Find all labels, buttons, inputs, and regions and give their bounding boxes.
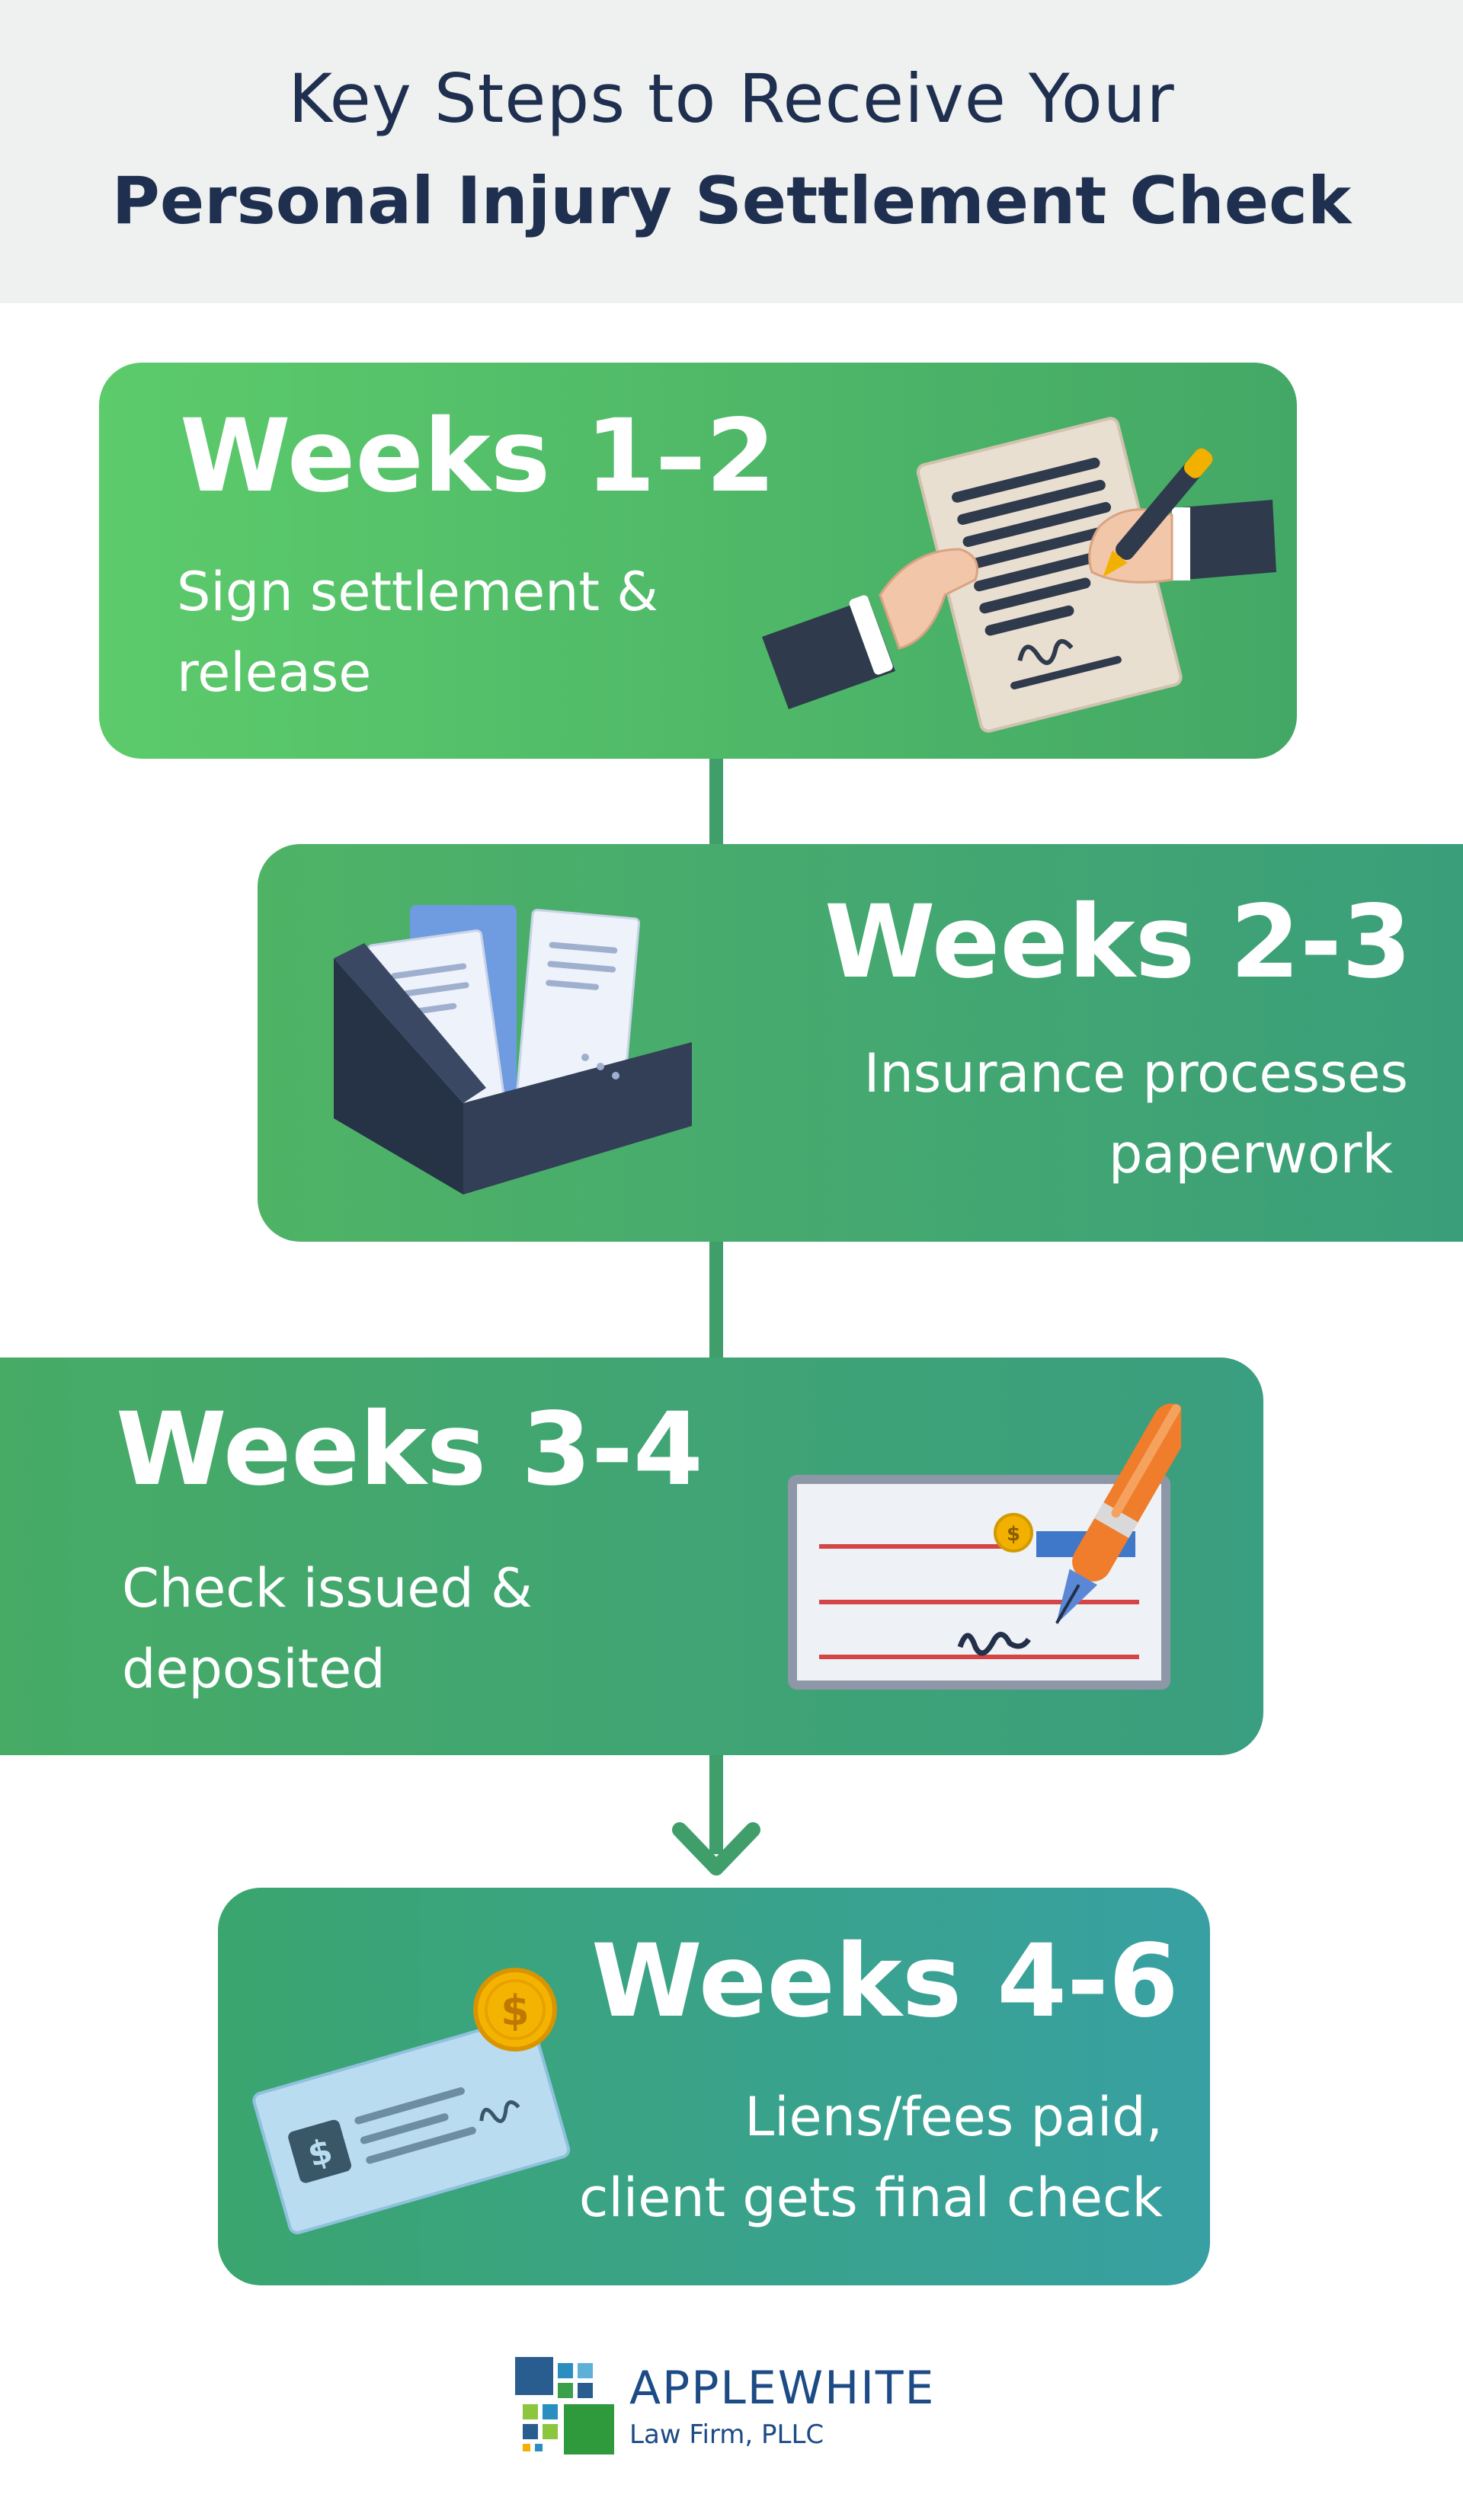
step-4-desc-line-1: Liens/fees paid,	[744, 2086, 1163, 2148]
arrow-down-icon	[672, 1822, 760, 1876]
file-organizer-icon	[334, 905, 692, 1194]
step-2-week: Weeks 2-3	[824, 884, 1412, 1001]
svg-text:$: $	[501, 1987, 530, 2035]
step-1-week: Weeks 1–2	[180, 398, 776, 515]
step-4-desc: Liens/fees paid, client gets final check	[579, 2077, 1163, 2238]
step-2-desc-line-2: paperwork	[1108, 1123, 1393, 1185]
check-with-coin-icon: $ $	[252, 1968, 571, 2234]
step-card-2: Weeks 2-3 Insurance processes paperwork	[258, 844, 1463, 1242]
firm-name: Law Firm, PLLC	[629, 2419, 824, 2450]
step-card-1: Weeks 1–2 Sign settlement & release	[99, 363, 1297, 759]
step-2-desc: Insurance processes paperwork	[864, 1033, 1408, 1194]
step-card-4: Weeks 4-6 Liens/fees paid, client gets f…	[218, 1888, 1210, 2285]
brand-name: APPLEWHITE	[629, 2362, 936, 2415]
header-banner: Key Steps to Receive Your Personal Injur…	[0, 0, 1463, 303]
step-3-desc-line-1: Check issued &	[122, 1557, 533, 1620]
title-line-1: Key Steps to Receive Your	[288, 59, 1175, 138]
svg-text:$: $	[1007, 1523, 1020, 1546]
check-and-pen-icon: $	[788, 1403, 1181, 1690]
connector-2-3	[709, 1242, 723, 1358]
step-3-week: Weeks 3-4	[116, 1391, 703, 1508]
step-1-desc-line-1: Sign settlement &	[177, 561, 658, 623]
step-1-desc-line-2: release	[177, 641, 372, 704]
step-4-desc-line-2: client gets final check	[578, 2167, 1163, 2229]
title-line-2: Personal Injury Settlement Check	[111, 163, 1352, 239]
step-card-3: Weeks 3-4 Check issued & deposited $	[0, 1358, 1263, 1755]
step-3-desc: Check issued & deposited	[122, 1548, 533, 1709]
connector-3-4	[709, 1755, 723, 1854]
step-3-desc-line-2: deposited	[122, 1638, 386, 1700]
applewhite-logo-icon	[515, 2357, 614, 2454]
step-4-week: Weeks 4-6	[591, 1923, 1179, 2040]
signing-document-icon	[762, 417, 1276, 733]
step-1-desc: Sign settlement & release	[177, 552, 658, 713]
step-2-desc-line-1: Insurance processes	[863, 1042, 1408, 1105]
connector-1-2	[709, 759, 723, 844]
